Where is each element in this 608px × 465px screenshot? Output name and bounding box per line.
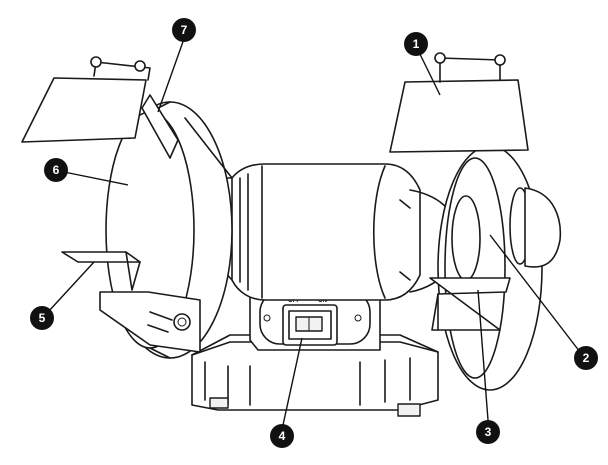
left-spark-deflector — [141, 94, 179, 159]
callout-1: 1 — [404, 32, 428, 56]
switch-off-label: OFF — [288, 298, 300, 304]
right-tool-rest — [429, 277, 511, 331]
right-eye-shield — [389, 52, 529, 153]
callout-5: 5 — [30, 306, 54, 330]
grinder-base — [191, 334, 439, 417]
svg-text:3: 3 — [485, 425, 492, 439]
switch-on-label: ON — [318, 298, 327, 304]
right-shaft-hub — [451, 187, 562, 281]
motor-housing — [231, 163, 459, 301]
callout-4: 4 — [270, 424, 294, 448]
right-grinding-wheel — [437, 145, 543, 391]
left-lower-bracket — [99, 291, 201, 353]
svg-text:2: 2 — [583, 351, 590, 365]
svg-text:6: 6 — [53, 163, 60, 177]
svg-text:4: 4 — [279, 429, 286, 443]
power-switch[interactable]: OFF ON — [282, 298, 338, 346]
svg-text:7: 7 — [181, 23, 188, 37]
svg-text:5: 5 — [39, 311, 46, 325]
svg-text:1: 1 — [413, 37, 420, 51]
left-eye-shield — [21, 56, 151, 143]
left-tool-rest — [61, 251, 141, 291]
callout-3: 3 — [476, 420, 500, 444]
callout-6: 6 — [44, 158, 68, 182]
callout-2: 2 — [574, 346, 598, 370]
callout-7: 7 — [172, 18, 196, 42]
